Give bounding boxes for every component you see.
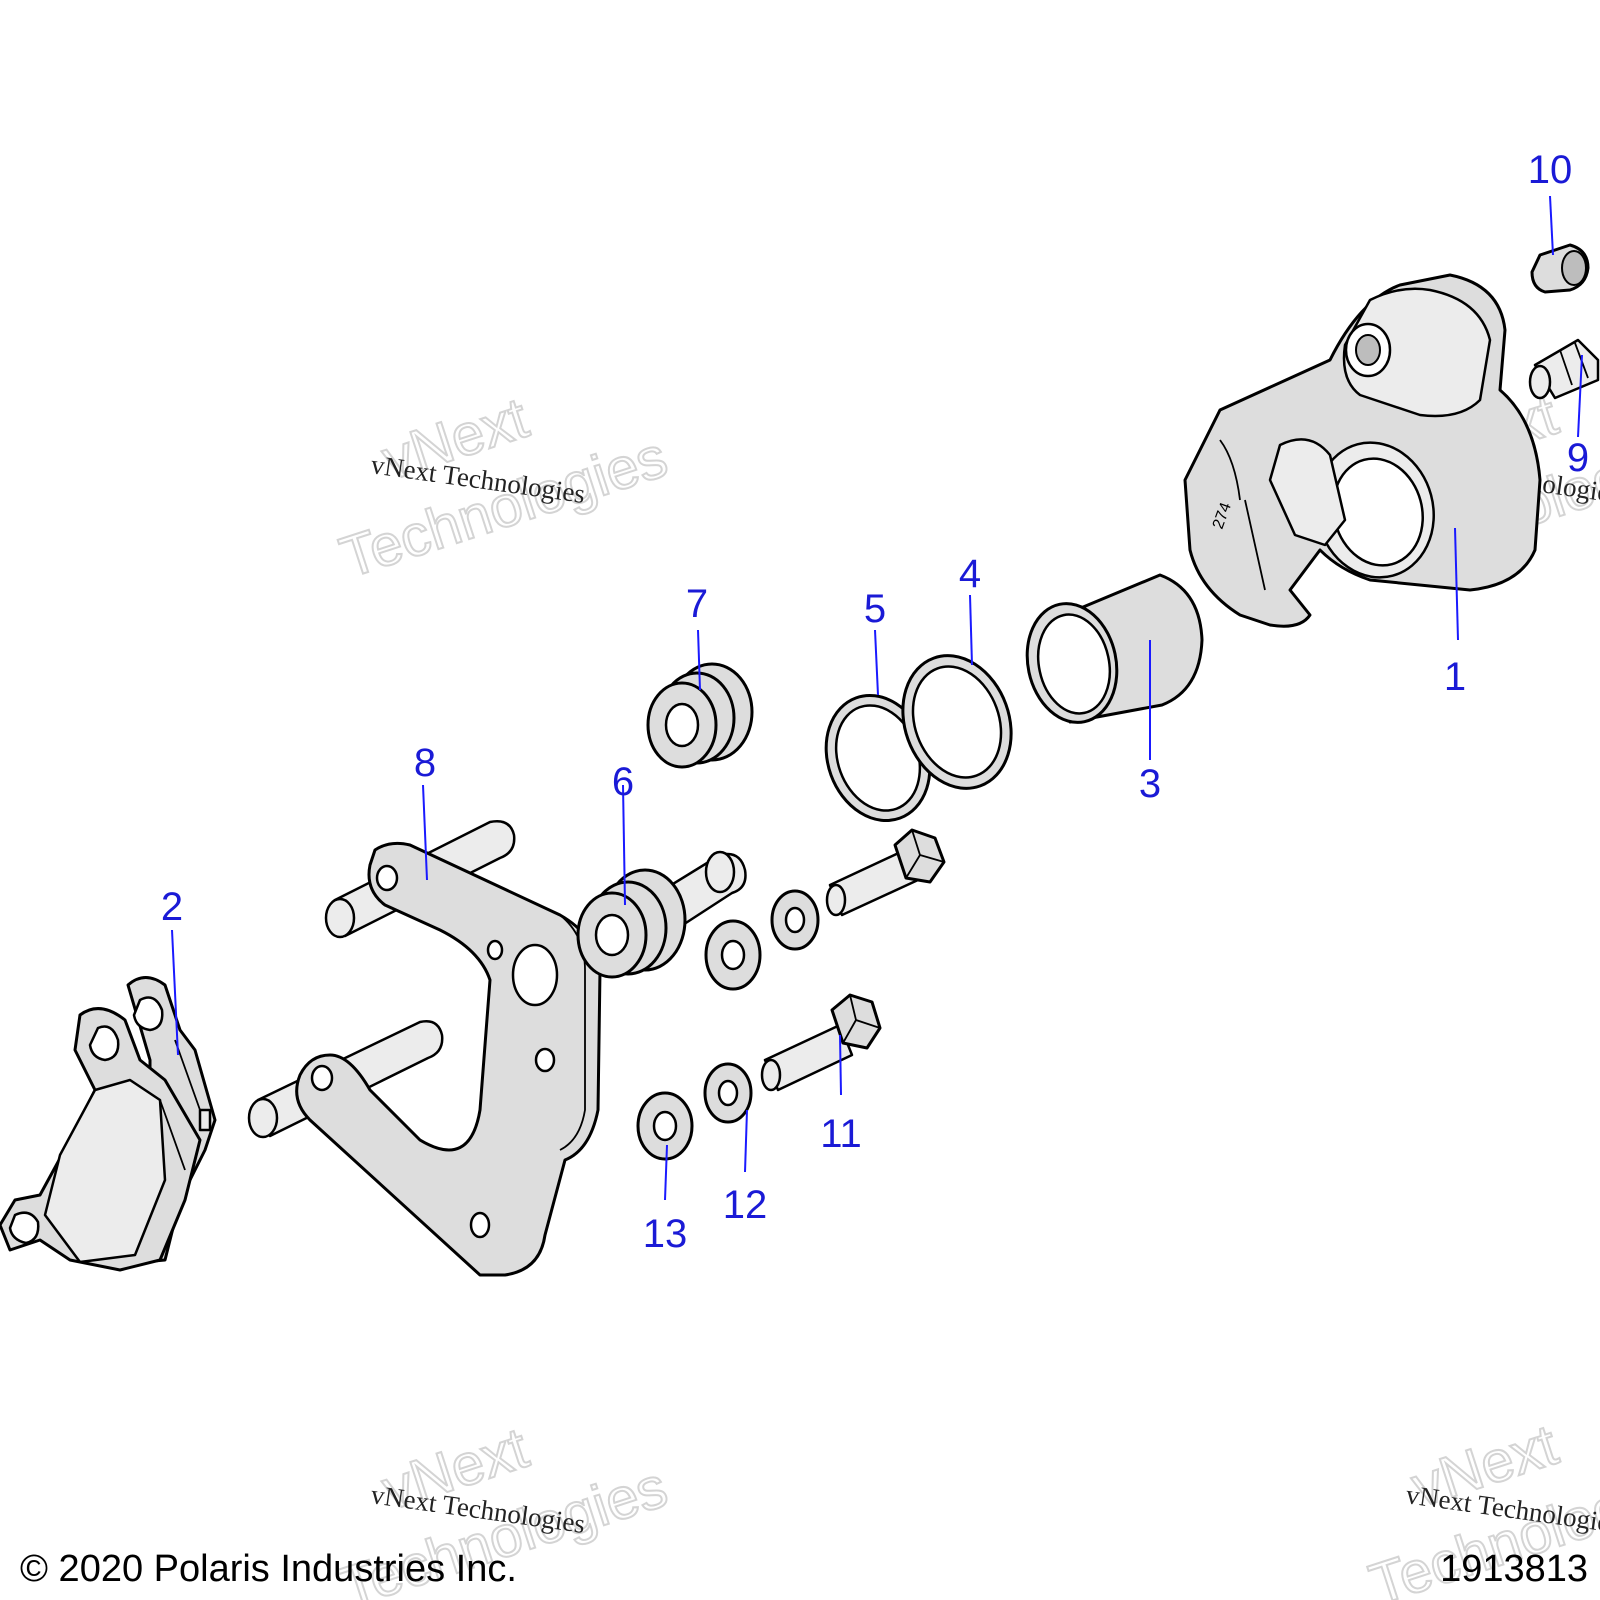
part-bleeder-cap: [1530, 243, 1590, 294]
part-piston: [1025, 573, 1204, 724]
callout-2: 2: [161, 885, 183, 929]
callout-9: 9: [1567, 436, 1589, 480]
part-washer-12: [703, 1062, 753, 1124]
part-upper-washers: [704, 889, 820, 991]
callout-1: 1: [1444, 655, 1466, 699]
callout-numbers: 1 2 3 4 5 6 7 8 9 10 11 12 13: [161, 148, 1589, 1256]
callout-7: 7: [686, 582, 708, 626]
part-brake-pads: [0, 976, 217, 1272]
leader-9: [1577, 354, 1583, 438]
callout-6: 6: [612, 760, 634, 804]
callout-12: 12: [723, 1183, 768, 1227]
callout-10: 10: [1528, 148, 1573, 192]
leader-2: [171, 929, 179, 1056]
part-seal-4: [901, 654, 1013, 790]
leader-13: [664, 1144, 668, 1201]
part-mounting-bracket: [247, 820, 602, 1277]
leader-1: [1454, 527, 1459, 641]
leader-10: [1549, 195, 1554, 256]
callout-4: 4: [959, 552, 981, 596]
part-upper-bolt: [825, 828, 946, 917]
leader-11: [839, 1034, 842, 1096]
part-bolt: [760, 993, 882, 1092]
part-boot: [646, 662, 754, 769]
leader-6: [622, 784, 626, 906]
copyright-text: © 2020 Polaris Industries Inc.: [20, 1548, 517, 1590]
leader-8: [422, 784, 428, 881]
drawing-number: 1913813: [1440, 1548, 1588, 1590]
leader-4: [969, 594, 973, 666]
leader-5: [874, 629, 879, 696]
leader-7: [697, 629, 701, 691]
callout-3: 3: [1139, 762, 1161, 806]
callout-11: 11: [820, 1112, 862, 1156]
part-caliper-body: 274: [1183, 273, 1542, 628]
part-slide-pin: [576, 850, 747, 979]
leader-12: [744, 1109, 748, 1173]
callout-5: 5: [864, 587, 886, 631]
watermark-top-left: vNext Technologies vNext Technologies: [332, 384, 676, 591]
callout-13: 13: [643, 1212, 688, 1256]
callout-8: 8: [414, 741, 436, 785]
leader-lines: [171, 195, 1583, 1201]
part-washer-13: [636, 1091, 694, 1161]
part-bleeder-screw: [1528, 338, 1600, 400]
